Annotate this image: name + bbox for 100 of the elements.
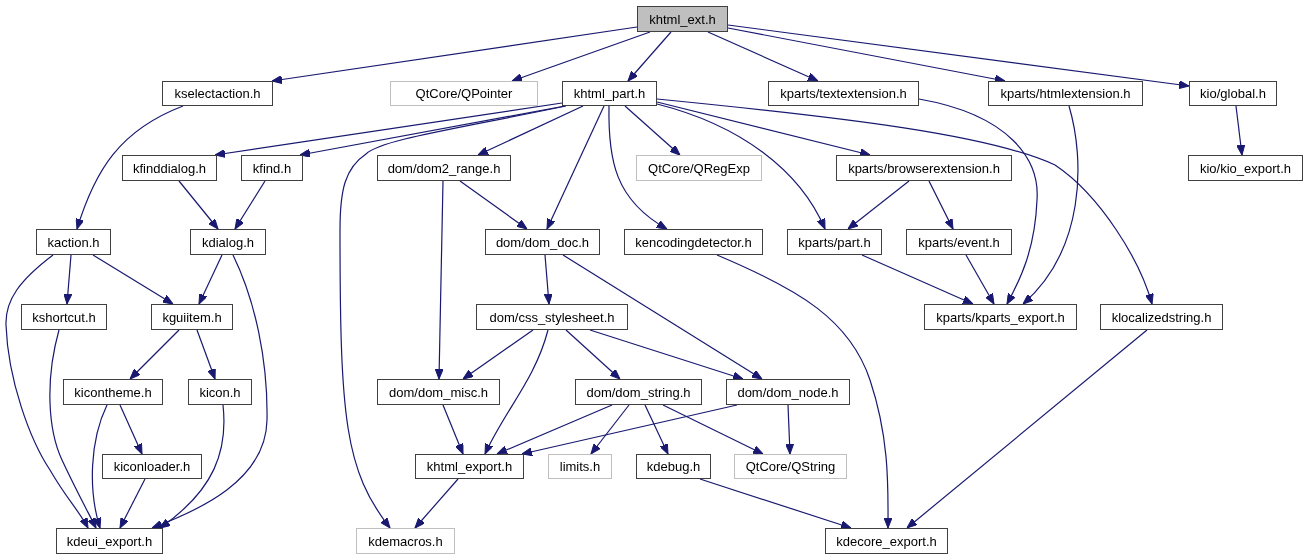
header-file-box bbox=[241, 155, 303, 181]
dependency-arrow bbox=[727, 24, 1190, 90]
file-name: kfinddialog.h bbox=[133, 161, 206, 175]
header-file-box bbox=[36, 229, 111, 255]
header-file-box bbox=[21, 304, 107, 330]
header-file-box bbox=[377, 379, 500, 405]
dependency-arrow bbox=[543, 254, 553, 305]
dependency-arrow bbox=[477, 105, 584, 156]
dependency-arrow bbox=[656, 101, 871, 157]
file-name: QtCore/QPointer bbox=[415, 87, 513, 100]
file-name: kparts/htmlextension.h bbox=[1000, 87, 1131, 100]
dependency-arrow bbox=[861, 254, 974, 305]
header-file-box bbox=[768, 81, 919, 106]
header-file-box bbox=[562, 81, 657, 106]
dependency-arrow bbox=[92, 254, 174, 305]
dependency-arrow bbox=[906, 329, 1148, 529]
file-name: kdebug.h bbox=[646, 460, 701, 473]
dependency-arrow bbox=[644, 404, 669, 455]
dependency-arrow bbox=[63, 254, 73, 305]
dependency-arrow bbox=[151, 254, 268, 529]
file-name: limits.h bbox=[559, 460, 601, 473]
header-file-box bbox=[575, 379, 702, 405]
file-name: kparts/event.h bbox=[918, 235, 1000, 249]
dependency-arrow bbox=[339, 105, 567, 529]
file-name: dom/dom_node.h bbox=[737, 385, 839, 399]
dependency-arrow bbox=[965, 254, 995, 305]
file-name: kguiitem.h bbox=[162, 310, 222, 324]
file-name: kdialog.h bbox=[201, 235, 254, 249]
dependency-arrow bbox=[91, 404, 108, 529]
dependency-arrow bbox=[562, 254, 763, 380]
dependency-arrow bbox=[565, 329, 621, 380]
header-file-box bbox=[102, 454, 202, 479]
header-file-box bbox=[1188, 155, 1303, 181]
file-name: kaction.h bbox=[47, 235, 100, 249]
header-file-box bbox=[734, 454, 847, 479]
dependency-arrow bbox=[496, 404, 613, 455]
dependency-arrow bbox=[442, 404, 464, 455]
dependency-arrow bbox=[234, 180, 266, 230]
file-name: kicontheme.h bbox=[74, 385, 152, 399]
file-name: kdeui_export.h bbox=[66, 534, 153, 548]
header-file-box bbox=[415, 454, 524, 479]
file-name: kparts/textextension.h bbox=[780, 87, 907, 100]
dependency-arrow bbox=[75, 105, 184, 230]
file-name: dom/dom2_range.h bbox=[387, 161, 501, 175]
file-name: khtml_export.h bbox=[426, 460, 513, 473]
dependency-arrow bbox=[414, 478, 459, 529]
dependency-arrow bbox=[627, 31, 672, 82]
dependency-arrow bbox=[656, 103, 826, 230]
header-file-box bbox=[56, 528, 163, 554]
file-name: kencodingdetector.h bbox=[635, 235, 752, 249]
file-name: dom/dom_doc.h bbox=[495, 235, 590, 249]
dependency-arrow bbox=[459, 180, 528, 230]
dependency-arrow bbox=[462, 329, 534, 380]
header-file-box bbox=[162, 81, 273, 106]
dependency-arrow bbox=[196, 329, 216, 380]
header-file-box bbox=[356, 528, 455, 554]
dependency-arrow bbox=[5, 254, 89, 529]
header-file-box bbox=[377, 155, 511, 181]
dependency-arrow bbox=[49, 329, 97, 529]
file-name: kshortcut.h bbox=[32, 310, 96, 324]
file-name: kdemacros.h bbox=[368, 534, 443, 548]
dependency-arrow bbox=[119, 404, 143, 455]
dependency-arrow bbox=[699, 478, 852, 530]
file-name: kselectaction.h bbox=[174, 87, 261, 100]
header-file-box bbox=[476, 304, 628, 330]
dependency-arrow bbox=[129, 329, 180, 380]
header-file-box bbox=[151, 304, 233, 330]
header-file-box bbox=[836, 155, 1012, 181]
dependency-arrow bbox=[707, 31, 819, 82]
dependency-arrow bbox=[521, 404, 738, 457]
header-file-box bbox=[63, 379, 163, 405]
file-name: kparts/browserextension.h bbox=[848, 161, 1000, 175]
header-file-box bbox=[624, 229, 763, 255]
header-file-box bbox=[636, 155, 762, 181]
dependency-arrow bbox=[159, 404, 225, 529]
header-file-box bbox=[122, 155, 217, 181]
dependency-arrow bbox=[214, 102, 563, 158]
dependency-arrow bbox=[434, 180, 444, 380]
dependency-arrow bbox=[785, 404, 795, 455]
file-name: QtCore/QRegExp bbox=[648, 161, 750, 175]
dependency-arrow bbox=[624, 105, 681, 156]
file-name: dom/css_stylesheet.h bbox=[489, 310, 615, 324]
file-name: kio/global.h bbox=[1200, 87, 1266, 100]
dependency-arrow bbox=[716, 254, 893, 529]
header-file-box bbox=[906, 229, 1012, 255]
dependency-arrow bbox=[590, 404, 630, 455]
file-name: QtCore/QString bbox=[745, 460, 836, 473]
header-file-box bbox=[1100, 304, 1223, 330]
dependency-arrow bbox=[271, 26, 638, 84]
header-file-box bbox=[188, 379, 252, 405]
file-name: kicon.h bbox=[199, 385, 241, 399]
header-file-box bbox=[190, 229, 266, 255]
file-name: dom/dom_string.h bbox=[586, 385, 691, 399]
file-name: kio/kio_export.h bbox=[1199, 161, 1292, 175]
dependency-arrow bbox=[198, 254, 223, 305]
file-name: kparts/part.h bbox=[798, 235, 871, 249]
file-name: kdecore_export.h bbox=[836, 534, 937, 548]
header-file-box bbox=[1189, 81, 1277, 106]
header-file-box bbox=[548, 454, 612, 479]
dependency-arrow bbox=[918, 98, 1038, 305]
